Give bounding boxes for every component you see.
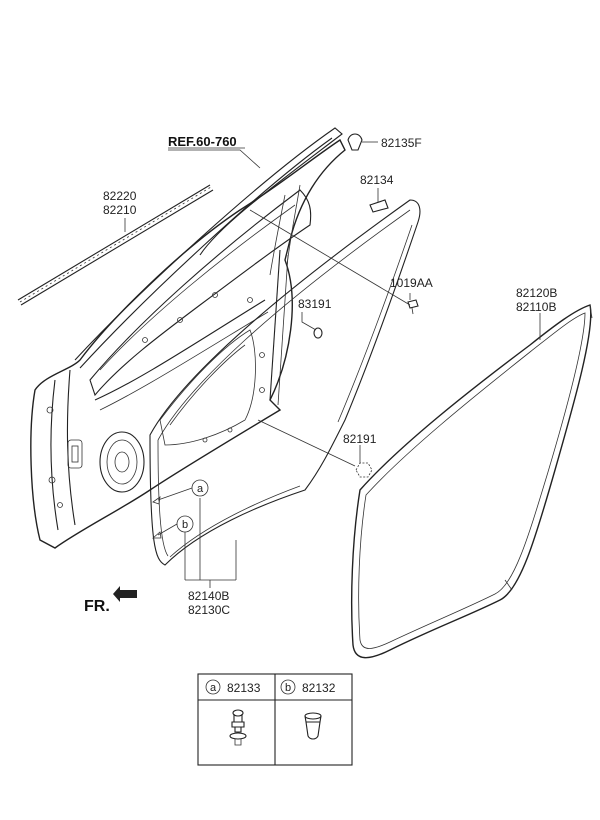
legend-a-letter: a [210, 682, 217, 694]
label-82191: 82191 [343, 432, 377, 446]
label-ref: REF.60-760 [168, 134, 237, 149]
svg-text:a: a [197, 483, 204, 495]
label-82110B: 82110B [516, 300, 556, 314]
callout-a: a [191, 479, 209, 497]
svg-text:b: b [182, 519, 188, 531]
body-weatherstrip [350, 304, 593, 659]
label-83191: 83191 [298, 297, 332, 311]
belt-molding-strip [17, 184, 214, 306]
label-82134: 82134 [360, 173, 394, 187]
label-82130C: 82130C [188, 603, 230, 617]
legend-a-part: 82133 [227, 681, 261, 695]
plug-83191-icon [313, 327, 323, 339]
clip-82135F-icon [347, 133, 363, 151]
legend-b-part: 82132 [302, 681, 336, 695]
label-82220: 82220 [103, 189, 137, 203]
leader-lines [124, 141, 541, 588]
svg-text:FR.: FR. [84, 598, 110, 615]
front-arrow-icon [113, 586, 137, 602]
plug-82134-icon [369, 199, 389, 213]
clip-legend-table: a 82133 b 82132 [197, 673, 353, 766]
label-82120B: 82120B [516, 286, 557, 300]
label-82135F: 82135F [381, 136, 422, 150]
door-panel [30, 138, 346, 549]
label-82210: 82210 [103, 203, 137, 217]
clip-82133-icon [229, 709, 247, 746]
door-weatherstrip [74, 127, 421, 566]
plug-82191-icon [355, 462, 373, 478]
front-indicator: FR. [84, 586, 137, 615]
callout-b: b [176, 515, 194, 533]
legend-b-letter: b [285, 682, 291, 694]
clip-82132-icon [304, 712, 322, 740]
label-82140B: 82140B [188, 589, 229, 603]
label-1019AA: 1019AA [390, 276, 433, 290]
screw-1019AA-icon [407, 299, 419, 315]
